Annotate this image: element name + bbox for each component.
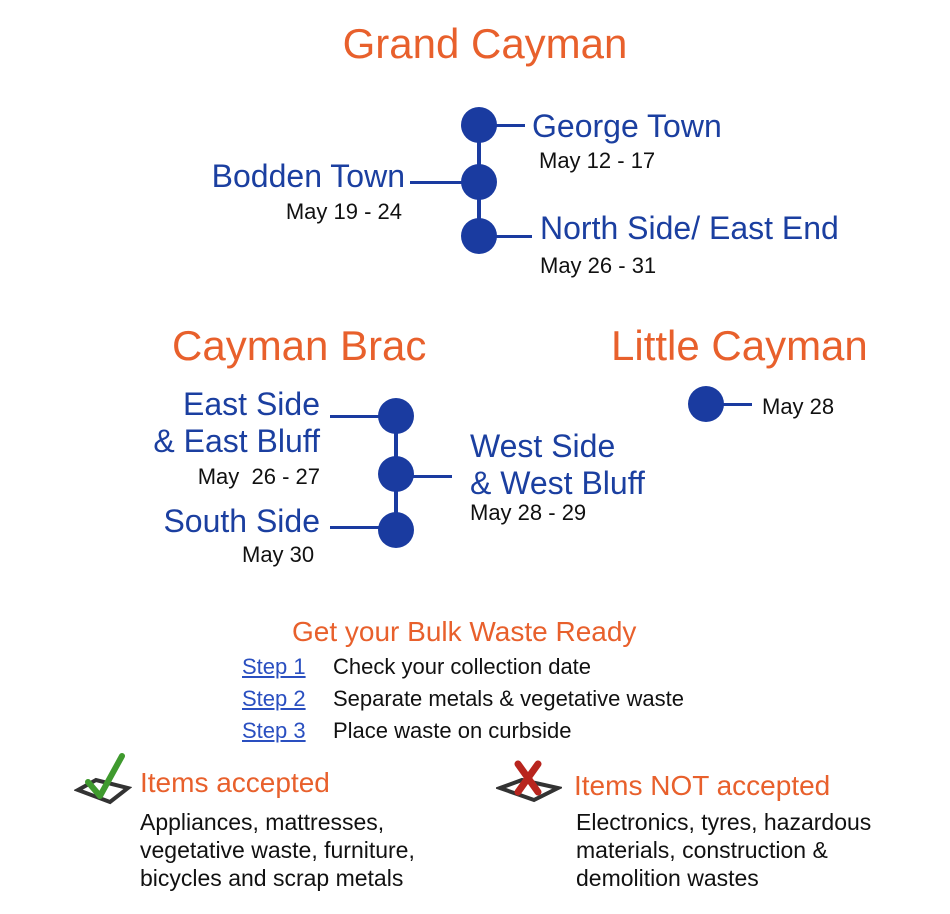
south-side-label: South Side xyxy=(163,503,320,539)
grand-cayman-title: Grand Cayman xyxy=(342,20,628,67)
checkbox-check-icon xyxy=(74,753,132,805)
step-text: Check your collection date xyxy=(333,654,592,679)
little-cayman-title: Little Cayman xyxy=(611,322,868,369)
step-text: Place waste on curbside xyxy=(333,718,572,743)
east-side-label: East Side xyxy=(183,386,320,422)
timeline-dot xyxy=(378,398,414,434)
timeline-dot xyxy=(688,386,724,422)
west-side-dates: May 28 - 29 xyxy=(470,500,587,525)
north-side-dates: May 26 - 31 xyxy=(540,253,657,278)
connector xyxy=(495,235,532,238)
step-row: Step 2 Separate metals & vegetative waste xyxy=(242,686,684,712)
timeline-dot xyxy=(461,107,497,143)
step-link[interactable]: Step 1 xyxy=(242,654,306,679)
step-link[interactable]: Step 2 xyxy=(242,686,306,711)
east-bluff-label: & East Bluff xyxy=(153,423,320,459)
not-accepted-line: demolition wastes xyxy=(576,865,759,891)
timeline-dot xyxy=(461,218,497,254)
bodden-town-label: Bodden Town xyxy=(211,158,405,194)
connector xyxy=(410,181,465,184)
step-link[interactable]: Step 3 xyxy=(242,718,306,743)
accepted-line: bicycles and scrap metals xyxy=(140,865,404,891)
south-side-dates: May 30 xyxy=(242,542,315,567)
george-town-dates: May 12 - 17 xyxy=(539,148,656,173)
not-accepted-line: Electronics, tyres, hazardous xyxy=(576,809,872,835)
checkbox-x-icon xyxy=(496,760,562,803)
not-accepted-list: Electronics, tyres, hazardous materials,… xyxy=(576,808,871,892)
step-text: Separate metals & vegetative waste xyxy=(333,686,684,711)
east-side-dates: May 26 - 27 xyxy=(197,464,320,489)
accepted-list: Appliances, mattresses, vegetative waste… xyxy=(140,808,415,892)
step-row: Step 1 Check your collection date xyxy=(242,654,591,680)
connector xyxy=(330,415,380,418)
connector xyxy=(495,124,525,127)
timeline-dot xyxy=(461,164,497,200)
north-side-label: North Side/ East End xyxy=(540,210,839,246)
george-town-label: George Town xyxy=(532,108,722,144)
little-cayman-dates: May 28 xyxy=(762,394,835,419)
timeline-dot xyxy=(378,456,414,492)
accepted-line: vegetative waste, furniture, xyxy=(140,837,415,863)
steps-title: Get your Bulk Waste Ready xyxy=(292,616,637,647)
connector xyxy=(412,475,452,478)
west-side-label: West Side xyxy=(470,428,616,464)
not-accepted-line: materials, construction & xyxy=(576,837,828,863)
not-accepted-title: Items NOT accepted xyxy=(574,770,831,801)
connector xyxy=(722,403,752,406)
timeline-dot xyxy=(378,512,414,548)
west-bluff-label: & West Bluff xyxy=(470,465,645,501)
connector xyxy=(330,526,380,529)
accepted-line: Appliances, mattresses, xyxy=(140,809,385,835)
step-row: Step 3 Place waste on curbside xyxy=(242,718,571,744)
bodden-town-dates: May 19 - 24 xyxy=(285,199,402,224)
cayman-brac-title: Cayman Brac xyxy=(172,322,427,369)
accepted-title: Items accepted xyxy=(140,767,330,798)
